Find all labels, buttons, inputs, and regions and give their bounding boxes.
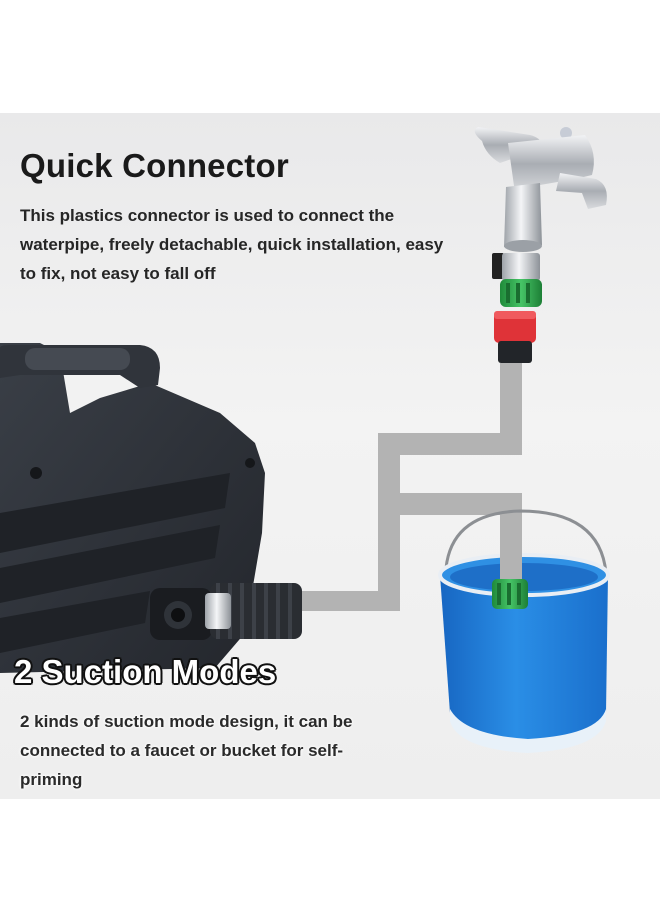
bucket-icon: [438, 509, 610, 753]
suction-modes-heading: 2 Suction Modes: [14, 653, 277, 690]
product-illustration: [0, 127, 610, 753]
quick-connector-icon: [492, 253, 542, 363]
faucet-icon: [474, 127, 607, 363]
quick-connector-description: This plastics connector is used to conne…: [20, 206, 444, 283]
quick-connector-heading: Quick Connector: [20, 147, 289, 184]
quick-connector-icon: [205, 583, 302, 639]
suction-modes-description: 2 kinds of suction mode design, it can b…: [20, 712, 353, 789]
product-image-panel: Quick Connector This plastics connector …: [0, 113, 660, 799]
pressure-washer-icon: [0, 343, 302, 673]
